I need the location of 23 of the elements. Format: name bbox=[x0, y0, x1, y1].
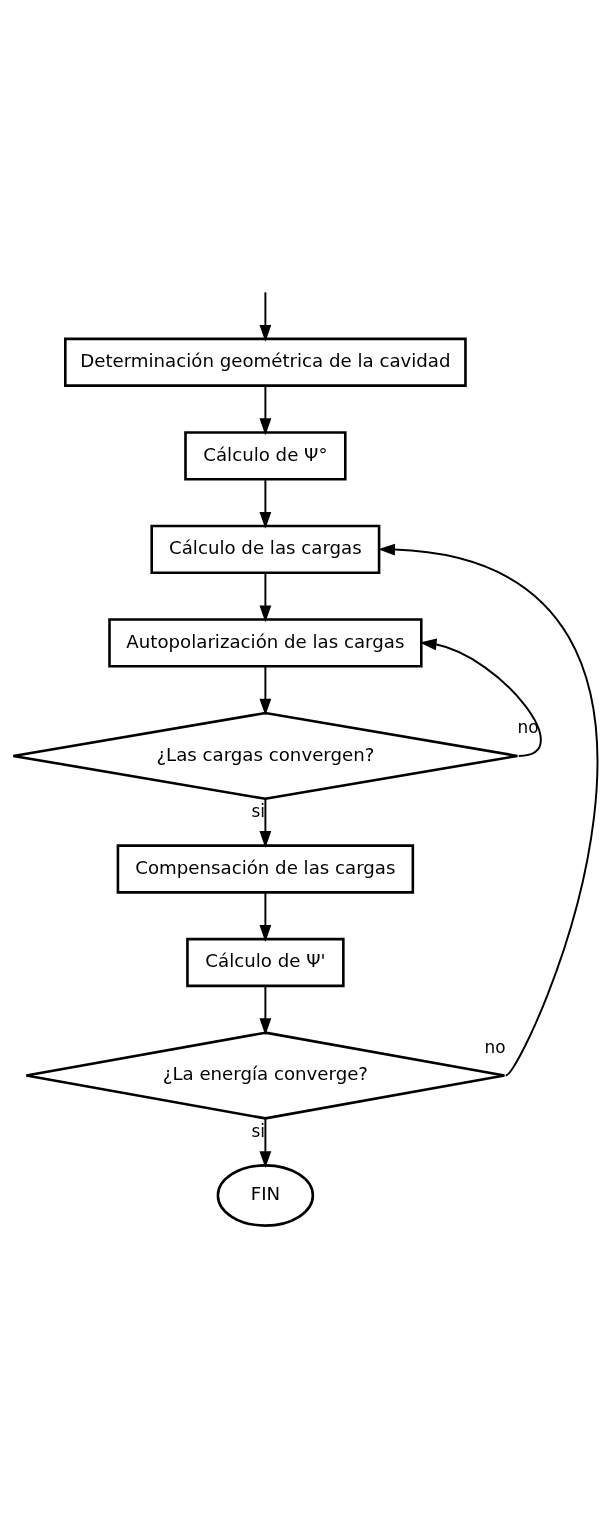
node-box: Compensación de las cargas bbox=[116, 844, 415, 894]
edge-label: si bbox=[251, 801, 265, 822]
edge-label: si bbox=[251, 1121, 265, 1142]
node-ellipse: FIN bbox=[216, 1164, 315, 1227]
arrow bbox=[259, 985, 272, 1036]
arrow bbox=[419, 638, 542, 757]
node-box: Cálculo de Ψ° bbox=[184, 431, 347, 481]
arrow bbox=[259, 478, 272, 529]
arrow bbox=[259, 291, 272, 342]
node-box: Cálculo de Ψ' bbox=[186, 937, 345, 988]
node-box: Autopolarización de las cargas bbox=[108, 618, 423, 668]
arrow bbox=[259, 1117, 272, 1169]
edge-label: no bbox=[484, 1037, 506, 1058]
arrow bbox=[259, 385, 272, 436]
node-box: Cálculo de las cargas bbox=[150, 524, 381, 575]
edge-label: no bbox=[517, 717, 539, 738]
arrow bbox=[259, 891, 272, 942]
node-diamond: ¿Las cargas convergen? bbox=[12, 711, 519, 801]
arrow bbox=[259, 572, 272, 623]
arrow bbox=[259, 665, 272, 716]
arrow bbox=[259, 798, 272, 848]
arrow bbox=[378, 543, 599, 1077]
node-box: Determinación geométrica de la cavidad bbox=[64, 337, 467, 387]
